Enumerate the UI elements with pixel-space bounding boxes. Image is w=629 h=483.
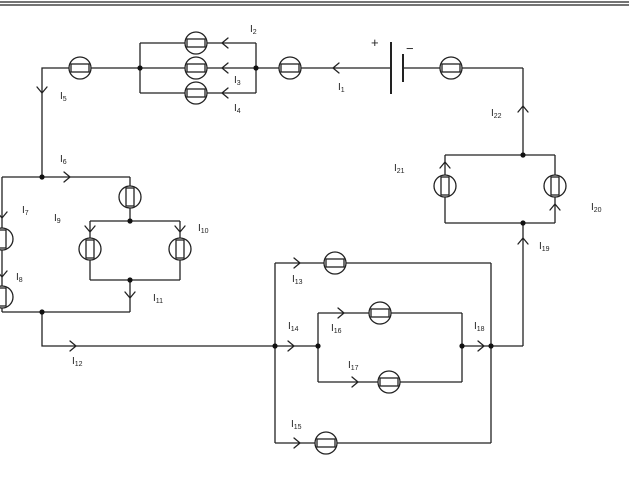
arrow-i13 <box>293 257 301 269</box>
arrow-i20 <box>549 203 561 211</box>
label-i20: I20 <box>591 202 602 214</box>
bulb-i15 <box>314 431 338 455</box>
battery-plus-sign: + <box>371 35 379 50</box>
bulb-i9 <box>78 237 102 261</box>
bulb-i20 <box>543 174 567 198</box>
label-i4: I4 <box>234 103 241 115</box>
top-border <box>0 1 629 6</box>
arrow-i11 <box>124 291 136 299</box>
arrow-i7 <box>0 211 8 219</box>
label-i5: I5 <box>60 91 67 103</box>
arrow-i1 <box>332 62 340 74</box>
label-i16: I16 <box>331 323 342 335</box>
arrow-i16 <box>337 307 345 319</box>
label-i2: I2 <box>250 24 257 36</box>
bulb-i6 <box>118 185 142 209</box>
current-arrows <box>0 37 561 449</box>
battery-minus-sign: − <box>406 41 414 56</box>
label-i22: I22 <box>491 108 502 120</box>
label-i13: I13 <box>292 274 303 286</box>
arrow-i5 <box>36 86 48 94</box>
arrow-i8 <box>0 270 8 278</box>
label-i3: I3 <box>234 75 241 87</box>
arrow-i17 <box>351 376 359 388</box>
arrow-i9 <box>84 225 96 233</box>
label-i11: I11 <box>153 293 163 305</box>
current-labels: I1 I2 I3 I4 I5 I6 I7 I8 I9 I10 I11 I12 I… <box>16 24 602 431</box>
bulb-i2 <box>184 31 208 55</box>
label-i18: I18 <box>474 321 485 333</box>
bulb-i1 <box>278 56 302 80</box>
arrow-i3 <box>221 62 229 74</box>
bulb-i13 <box>323 251 347 275</box>
bulb-i10 <box>168 237 192 261</box>
bulb-i3 <box>184 56 208 80</box>
label-i10: I10 <box>198 223 209 235</box>
arrow-i22 <box>517 105 529 113</box>
label-i14: I14 <box>288 321 299 333</box>
bulb-main-left <box>68 56 92 80</box>
bulb-i7 <box>0 227 14 251</box>
bulb-i8 <box>0 285 14 309</box>
label-i6: I6 <box>60 154 67 166</box>
arrow-i6 <box>63 171 71 183</box>
bulb-i21 <box>433 174 457 198</box>
arrow-i12 <box>69 340 77 352</box>
label-i12: I12 <box>72 356 83 368</box>
label-i15: I15 <box>291 419 302 431</box>
label-i17: I17 <box>348 360 359 372</box>
arrow-i4 <box>221 87 229 99</box>
bulb-i22-top <box>439 56 463 80</box>
bulb-i16 <box>368 301 392 325</box>
bulb-i4 <box>184 81 208 105</box>
label-i19: I19 <box>539 241 550 253</box>
arrow-i19 <box>517 237 529 245</box>
arrow-i18 <box>477 340 485 352</box>
label-i1: I1 <box>338 82 345 94</box>
junctions <box>39 65 526 349</box>
arrow-i2 <box>221 37 229 49</box>
arrow-i10 <box>174 225 186 233</box>
label-i8: I8 <box>16 272 23 284</box>
battery: + − <box>371 35 414 94</box>
label-i21: I21 <box>394 163 405 175</box>
arrow-i21 <box>439 161 451 169</box>
label-i9: I9 <box>54 213 61 225</box>
bulb-i17 <box>377 370 401 394</box>
arrow-i15 <box>293 437 301 449</box>
arrow-i14 <box>287 340 295 352</box>
label-i7: I7 <box>22 205 29 217</box>
